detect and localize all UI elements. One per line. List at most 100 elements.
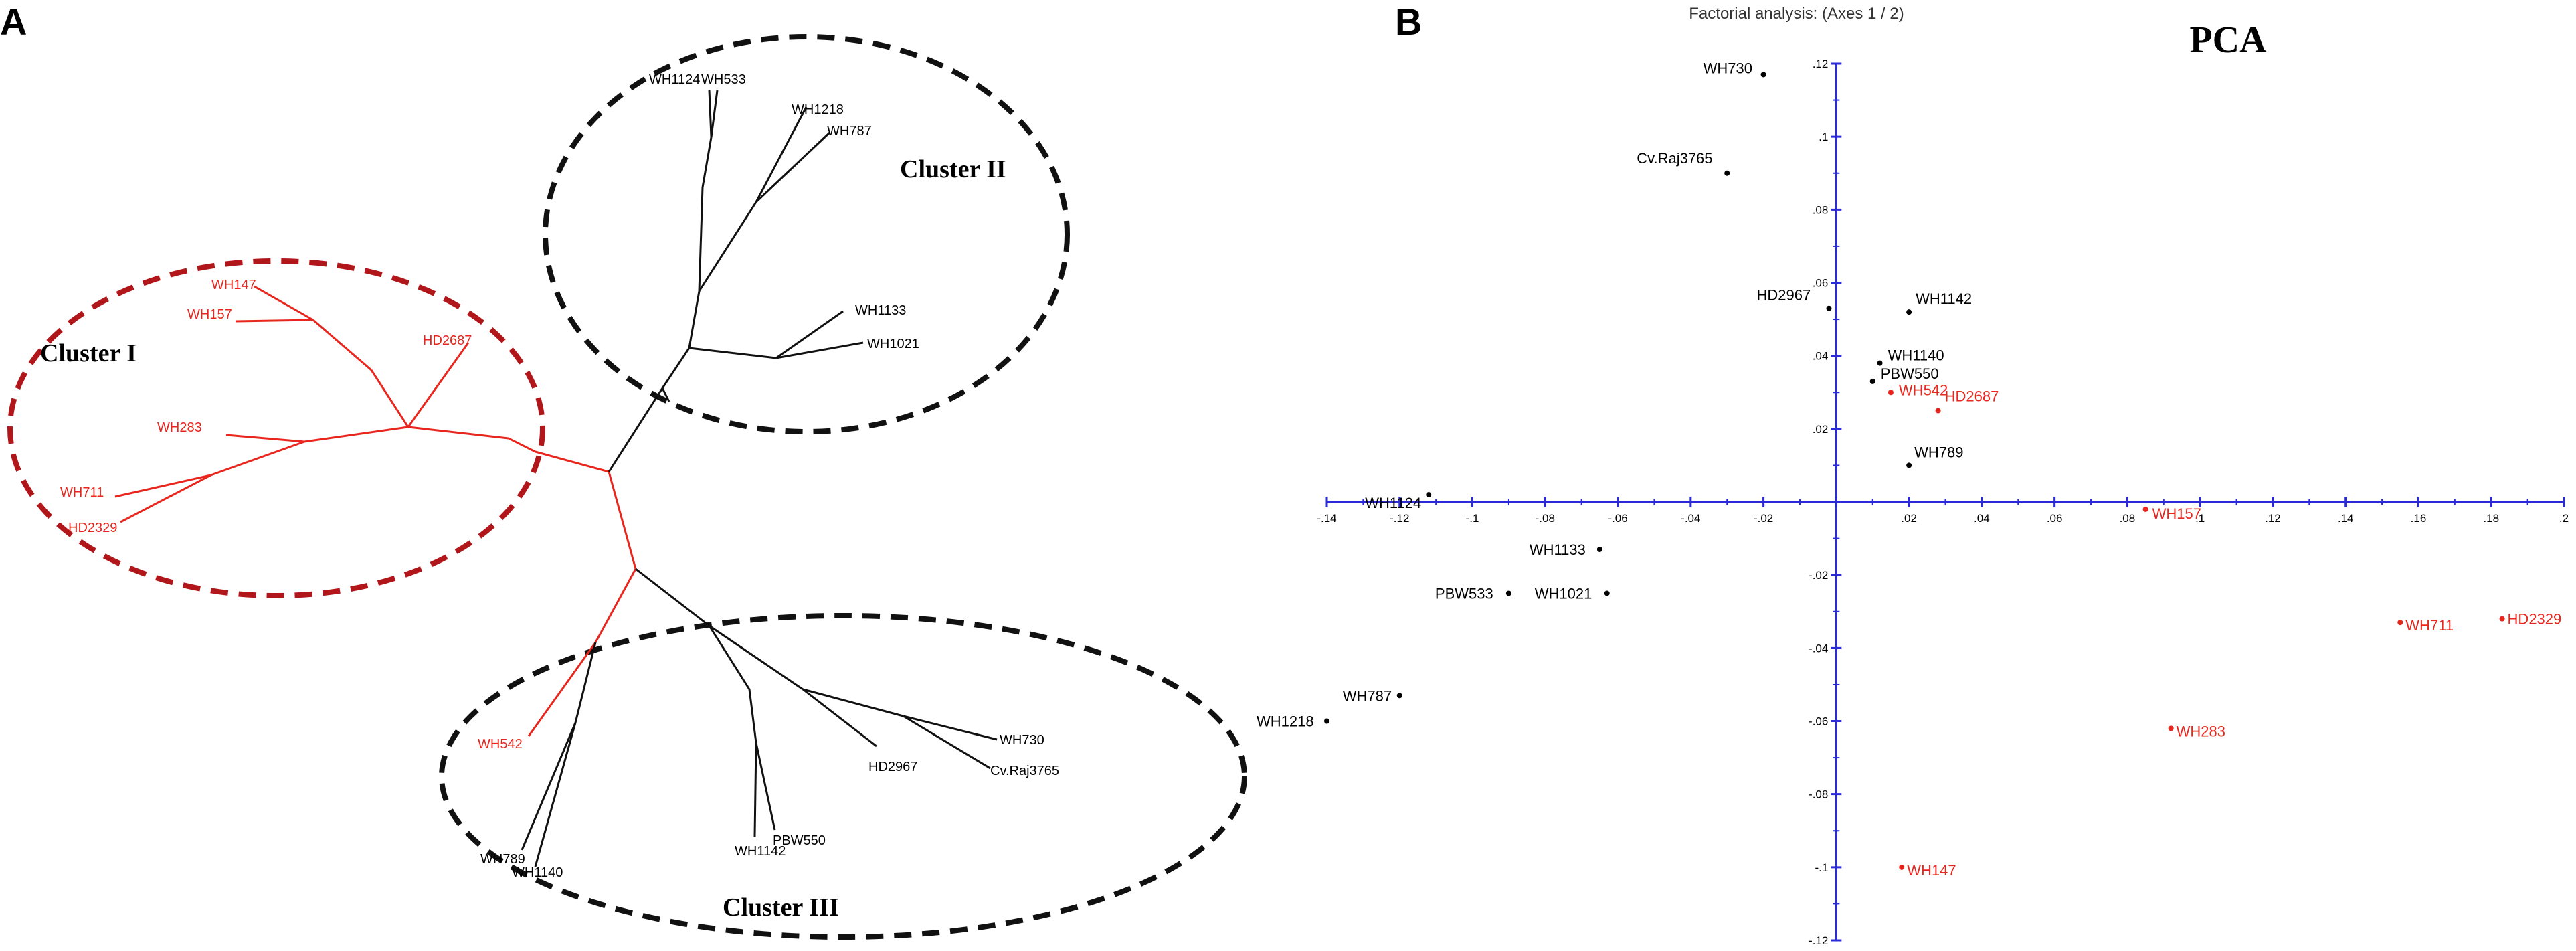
cluster-ellipse-1: [7, 258, 545, 598]
leaf-label: WH1021: [867, 337, 919, 351]
pca-point: [1426, 492, 1432, 498]
x-tick-label: .14: [2338, 512, 2354, 525]
x-tick-label: -.04: [1681, 512, 1700, 525]
leaf-labels: WH1124 WH533 WH1218 WH787 WH1133 WH1021 …: [60, 72, 1059, 880]
pca-point: [1935, 408, 1941, 414]
pca-title: PCA: [2189, 19, 2267, 61]
black-branches: [521, 90, 998, 867]
y-tick-label: -.06: [1809, 715, 1828, 728]
pca-point: [1324, 718, 1329, 724]
y-tick-label: -.12: [1809, 934, 1828, 947]
dendrogram-panel: A Cluster I Cluster II Cluster III: [0, 1, 1247, 940]
pca-point: [1899, 864, 1905, 870]
pca-point: [1888, 390, 1894, 396]
pca-point-label: WH283: [2177, 723, 2225, 740]
pca-point-label: WH711: [2405, 617, 2454, 634]
y-tick-label: -.02: [1809, 569, 1828, 582]
panel-letter-a: A: [0, 1, 27, 43]
pca-point: [1877, 360, 1883, 366]
leaf-label: WH1218: [792, 102, 844, 117]
pca-point-label: WH1140: [1888, 347, 1944, 364]
x-tick-label: .08: [2120, 512, 2136, 525]
pca-point-label: WH1124: [1365, 495, 1421, 511]
y-tick-label: .04: [1813, 350, 1829, 363]
pca-point-label: HD2967: [1756, 287, 1811, 304]
pca-point-label: PBW550: [1881, 365, 1939, 382]
pca-point-label: WH1218: [1257, 713, 1314, 730]
leaf-label: WH1133: [855, 303, 906, 318]
pca-point-label: WH730: [1704, 60, 1752, 76]
pca-point: [1826, 305, 1832, 311]
y-tick-label: .02: [1813, 423, 1829, 436]
x-tick-label: .04: [1974, 512, 1990, 525]
pca-subtitle: Factorial analysis: (Axes 1 / 2): [1689, 5, 1904, 23]
cluster-label-1: Cluster I: [40, 339, 136, 367]
pca-point: [1869, 378, 1875, 384]
pca-point-label: HD2687: [1945, 388, 1999, 405]
pca-point: [1906, 309, 1912, 315]
leaf-label: WH789: [480, 852, 525, 867]
x-tick-label: -.14: [1317, 512, 1336, 525]
x-tick-label: .1: [2195, 512, 2205, 525]
pca-point-label: Cv.Raj3765: [1637, 150, 1712, 167]
cluster-ellipse-3: [439, 613, 1247, 940]
pca-point: [2142, 506, 2148, 512]
pca-point: [1604, 590, 1610, 596]
pca-point-label: PBW533: [1435, 585, 1493, 602]
leaf-label: WH542: [478, 737, 523, 752]
y-tick-label: .12: [1813, 58, 1829, 70]
pca-point: [1396, 693, 1402, 699]
pca-point-label: WH789: [1914, 444, 1963, 460]
y-tick-label: .1: [1819, 131, 1828, 143]
red-branches: [114, 285, 637, 737]
leaf-label: HD2329: [68, 521, 117, 535]
x-tick-label: .16: [2411, 512, 2427, 525]
pca-point: [2499, 616, 2505, 622]
pca-axes: -.14 -.12 -.1 -.08 -.06 -.04 -.02 .02 .04 .06 .08.…: [1317, 58, 2569, 947]
pca-point: [1760, 72, 1766, 78]
leaf-label: Cv.Raj3765: [990, 764, 1059, 778]
pca-point: [1505, 590, 1511, 596]
leaf-label: WH1140: [512, 865, 563, 880]
x-tick-label: .18: [2483, 512, 2499, 525]
pca-point-label: HD2329: [2508, 611, 2562, 628]
leaf-label: WH787: [827, 124, 872, 139]
x-tick-label: .12: [2265, 512, 2281, 525]
pca-point-label: WH147: [1907, 862, 1956, 879]
y-tick-label: .06: [1813, 277, 1829, 290]
cluster-label-3: Cluster III: [723, 893, 839, 922]
x-tick-label: .2: [2559, 512, 2569, 525]
leaf-label: WH533: [701, 72, 746, 87]
pca-point-label: WH1021: [1535, 585, 1592, 602]
x-tick-label: -.12: [1390, 512, 1409, 525]
leaf-label: HD2967: [868, 760, 917, 774]
x-tick-label: -.06: [1608, 512, 1627, 525]
pca-panel: B Factorial analysis: (Axes 1 / 2) PCA -…: [1257, 1, 2569, 947]
y-tick-label: -.08: [1809, 788, 1828, 801]
pca-point: [1596, 546, 1602, 552]
y-tick-label: -.1: [1815, 861, 1829, 874]
pca-point: [1906, 462, 1912, 468]
leaf-label: WH730: [1000, 733, 1044, 748]
leaf-label: WH283: [157, 420, 202, 435]
panel-letter-b: B: [1395, 1, 1422, 43]
pca-point-label: WH542: [1899, 381, 1948, 398]
pca-point-label: WH787: [1343, 687, 1392, 704]
cluster-label-2: Cluster II: [900, 155, 1006, 183]
leaf-label: HD2687: [423, 333, 472, 348]
leaf-label: WH711: [60, 485, 104, 500]
leaf-label: WH157: [187, 307, 232, 322]
x-tick-label: -.08: [1536, 512, 1555, 525]
y-tick-label: -.04: [1809, 642, 1828, 655]
pca-point-label: WH1142: [1916, 290, 1972, 307]
x-tick-label: .06: [2047, 512, 2063, 525]
leaf-label: WH1124: [649, 72, 700, 87]
x-tick-label: .02: [1901, 512, 1917, 525]
pca-point: [1724, 170, 1730, 176]
x-tick-label: -.1: [1466, 512, 1479, 525]
x-tick-label: -.02: [1754, 512, 1773, 525]
leaf-label: WH147: [211, 278, 256, 292]
cluster-ellipse-2: [543, 34, 1070, 434]
